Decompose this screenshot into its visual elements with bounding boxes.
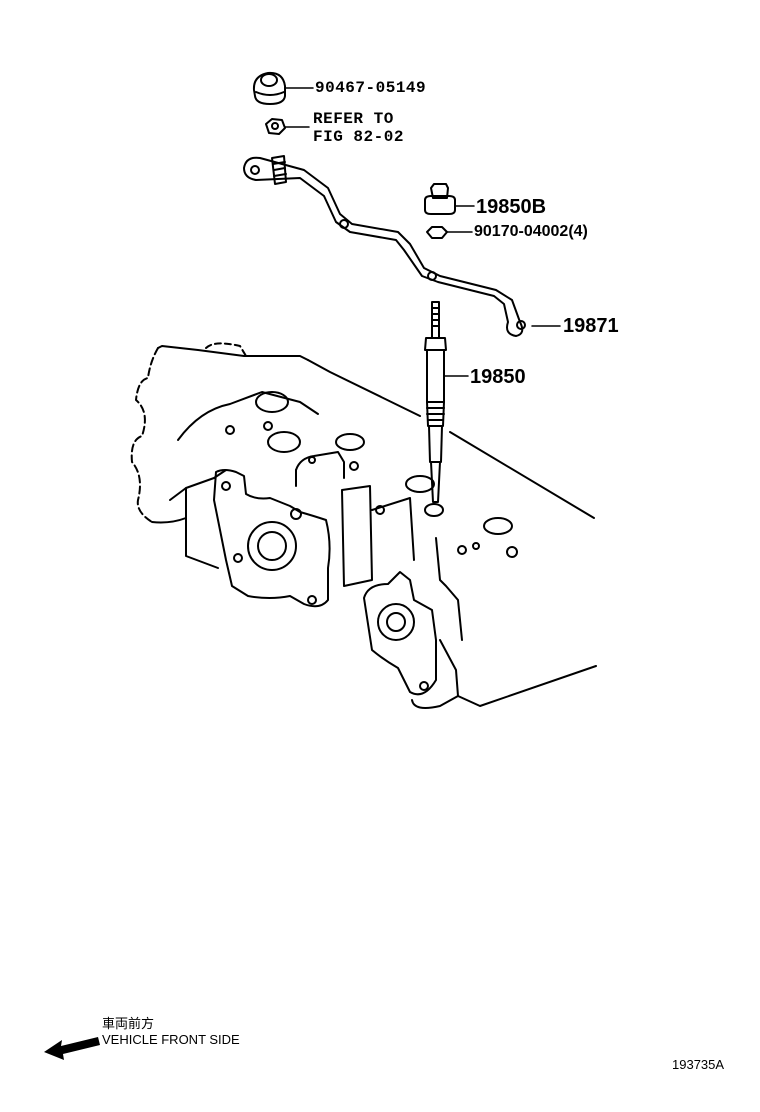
glow-plug-bus-bar: [243, 156, 561, 337]
label-19871: 19871: [563, 315, 619, 337]
nut-refer-fig: [265, 118, 310, 135]
glow-plug-19850: [424, 301, 469, 503]
bus-bar-bolt: [271, 155, 287, 185]
label-19850: 19850: [470, 366, 526, 388]
illustration-number: 193735A: [672, 1057, 725, 1072]
nut-90170-04002: [426, 226, 473, 239]
label-19850B: 19850B: [476, 196, 547, 218]
label-fig-82-02: FIG 82-02: [313, 128, 404, 146]
label-refer-to: REFER TO: [313, 110, 394, 128]
cylinder-head: [130, 342, 597, 709]
terminal-19850B: [424, 183, 475, 215]
vehicle-front-side: VEHICLE FRONT SIDE: [102, 1032, 240, 1047]
label-90170-04002: 90170-04002(4): [474, 223, 588, 240]
vehicle-front-jp: 車両前方: [102, 1016, 155, 1031]
label-90467-05149: 90467-05149: [315, 79, 427, 97]
vehicle-front-arrow-icon: [44, 1037, 100, 1060]
nut-90467-05149: [252, 71, 314, 105]
